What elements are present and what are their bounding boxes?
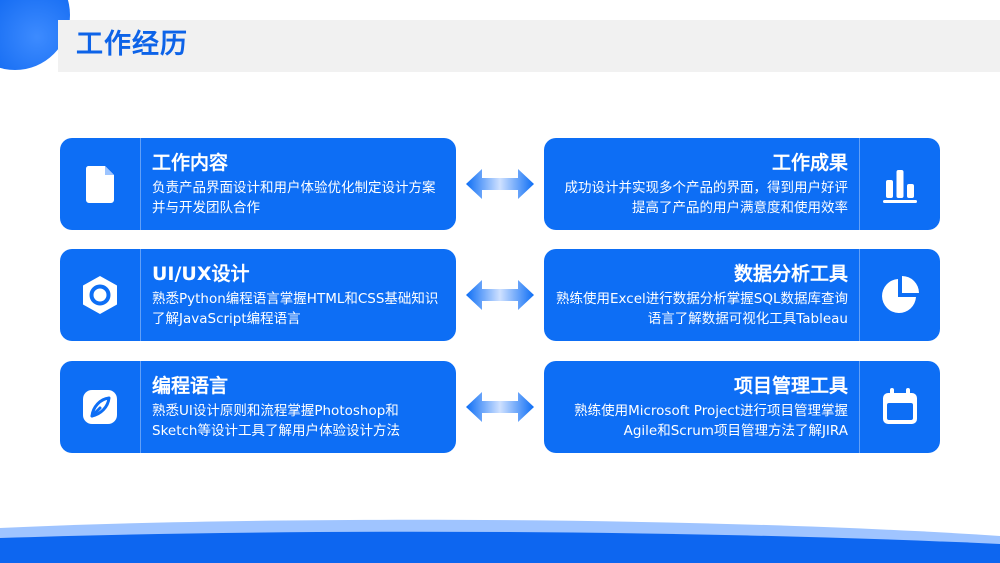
card-ui-ux: UI/UX设计 熟悉Python编程语言掌握HTML和CSS基础知识了解Java… [60, 249, 456, 341]
card-desc: 成功设计并实现多个产品的界面，得到用户好评提高了产品的用户满意度和使用效率 [564, 180, 849, 216]
card-desc: 熟练使用Excel进行数据分析掌握SQL数据库查询语言了解数据可视化工具Tabl… [556, 291, 848, 327]
pie-chart-icon [882, 276, 919, 313]
card-desc: 熟悉UI设计原则和流程掌握Photoshop和Sketch等设计工具了解用户体验… [152, 403, 400, 439]
card-title: UI/UX设计 [152, 263, 250, 285]
card-desc: 熟练使用Microsoft Project进行项目管理掌握Agile和Scrum… [574, 403, 848, 439]
card-title: 编程语言 [152, 375, 229, 397]
bar-chart-icon [883, 170, 917, 203]
pen-icon [83, 390, 117, 424]
bottom-wave-decoration [0, 519, 1000, 563]
calendar-icon [883, 388, 917, 424]
card-pm-tools: 项目管理工具 熟练使用Microsoft Project进行项目管理掌握Agil… [544, 361, 940, 453]
card-desc: 熟悉Python编程语言掌握HTML和CSS基础知识了解JavaScript编程… [152, 291, 439, 327]
card-work-results: 工作成果 成功设计并实现多个产品的界面，得到用户好评提高了产品的用户满意度和使用… [544, 138, 940, 230]
card-data-tools: 数据分析工具 熟练使用Excel进行数据分析掌握SQL数据库查询语言了解数据可视… [544, 249, 940, 341]
page-title: 工作经历 [76, 29, 188, 60]
card-title: 工作成果 [771, 152, 848, 174]
card-desc: 负责产品界面设计和用户体验优化制定设计方案并与开发团队合作 [152, 180, 436, 216]
card-programming: 编程语言 熟悉UI设计原则和流程掌握Photoshop和Sketch等设计工具了… [60, 361, 456, 453]
double-arrow-icon [466, 392, 534, 422]
card-title: 数据分析工具 [733, 263, 848, 285]
document-icon [85, 166, 114, 203]
card-work-content: 工作内容 负责产品界面设计和用户体验优化制定设计方案并与开发团队合作 [60, 138, 456, 230]
title-band [58, 20, 1000, 72]
double-arrow-icon [466, 169, 534, 199]
hexagon-nut-icon [83, 276, 117, 314]
card-title: 项目管理工具 [733, 375, 848, 397]
card-title: 工作内容 [152, 152, 229, 174]
double-arrow-icon [466, 280, 534, 310]
